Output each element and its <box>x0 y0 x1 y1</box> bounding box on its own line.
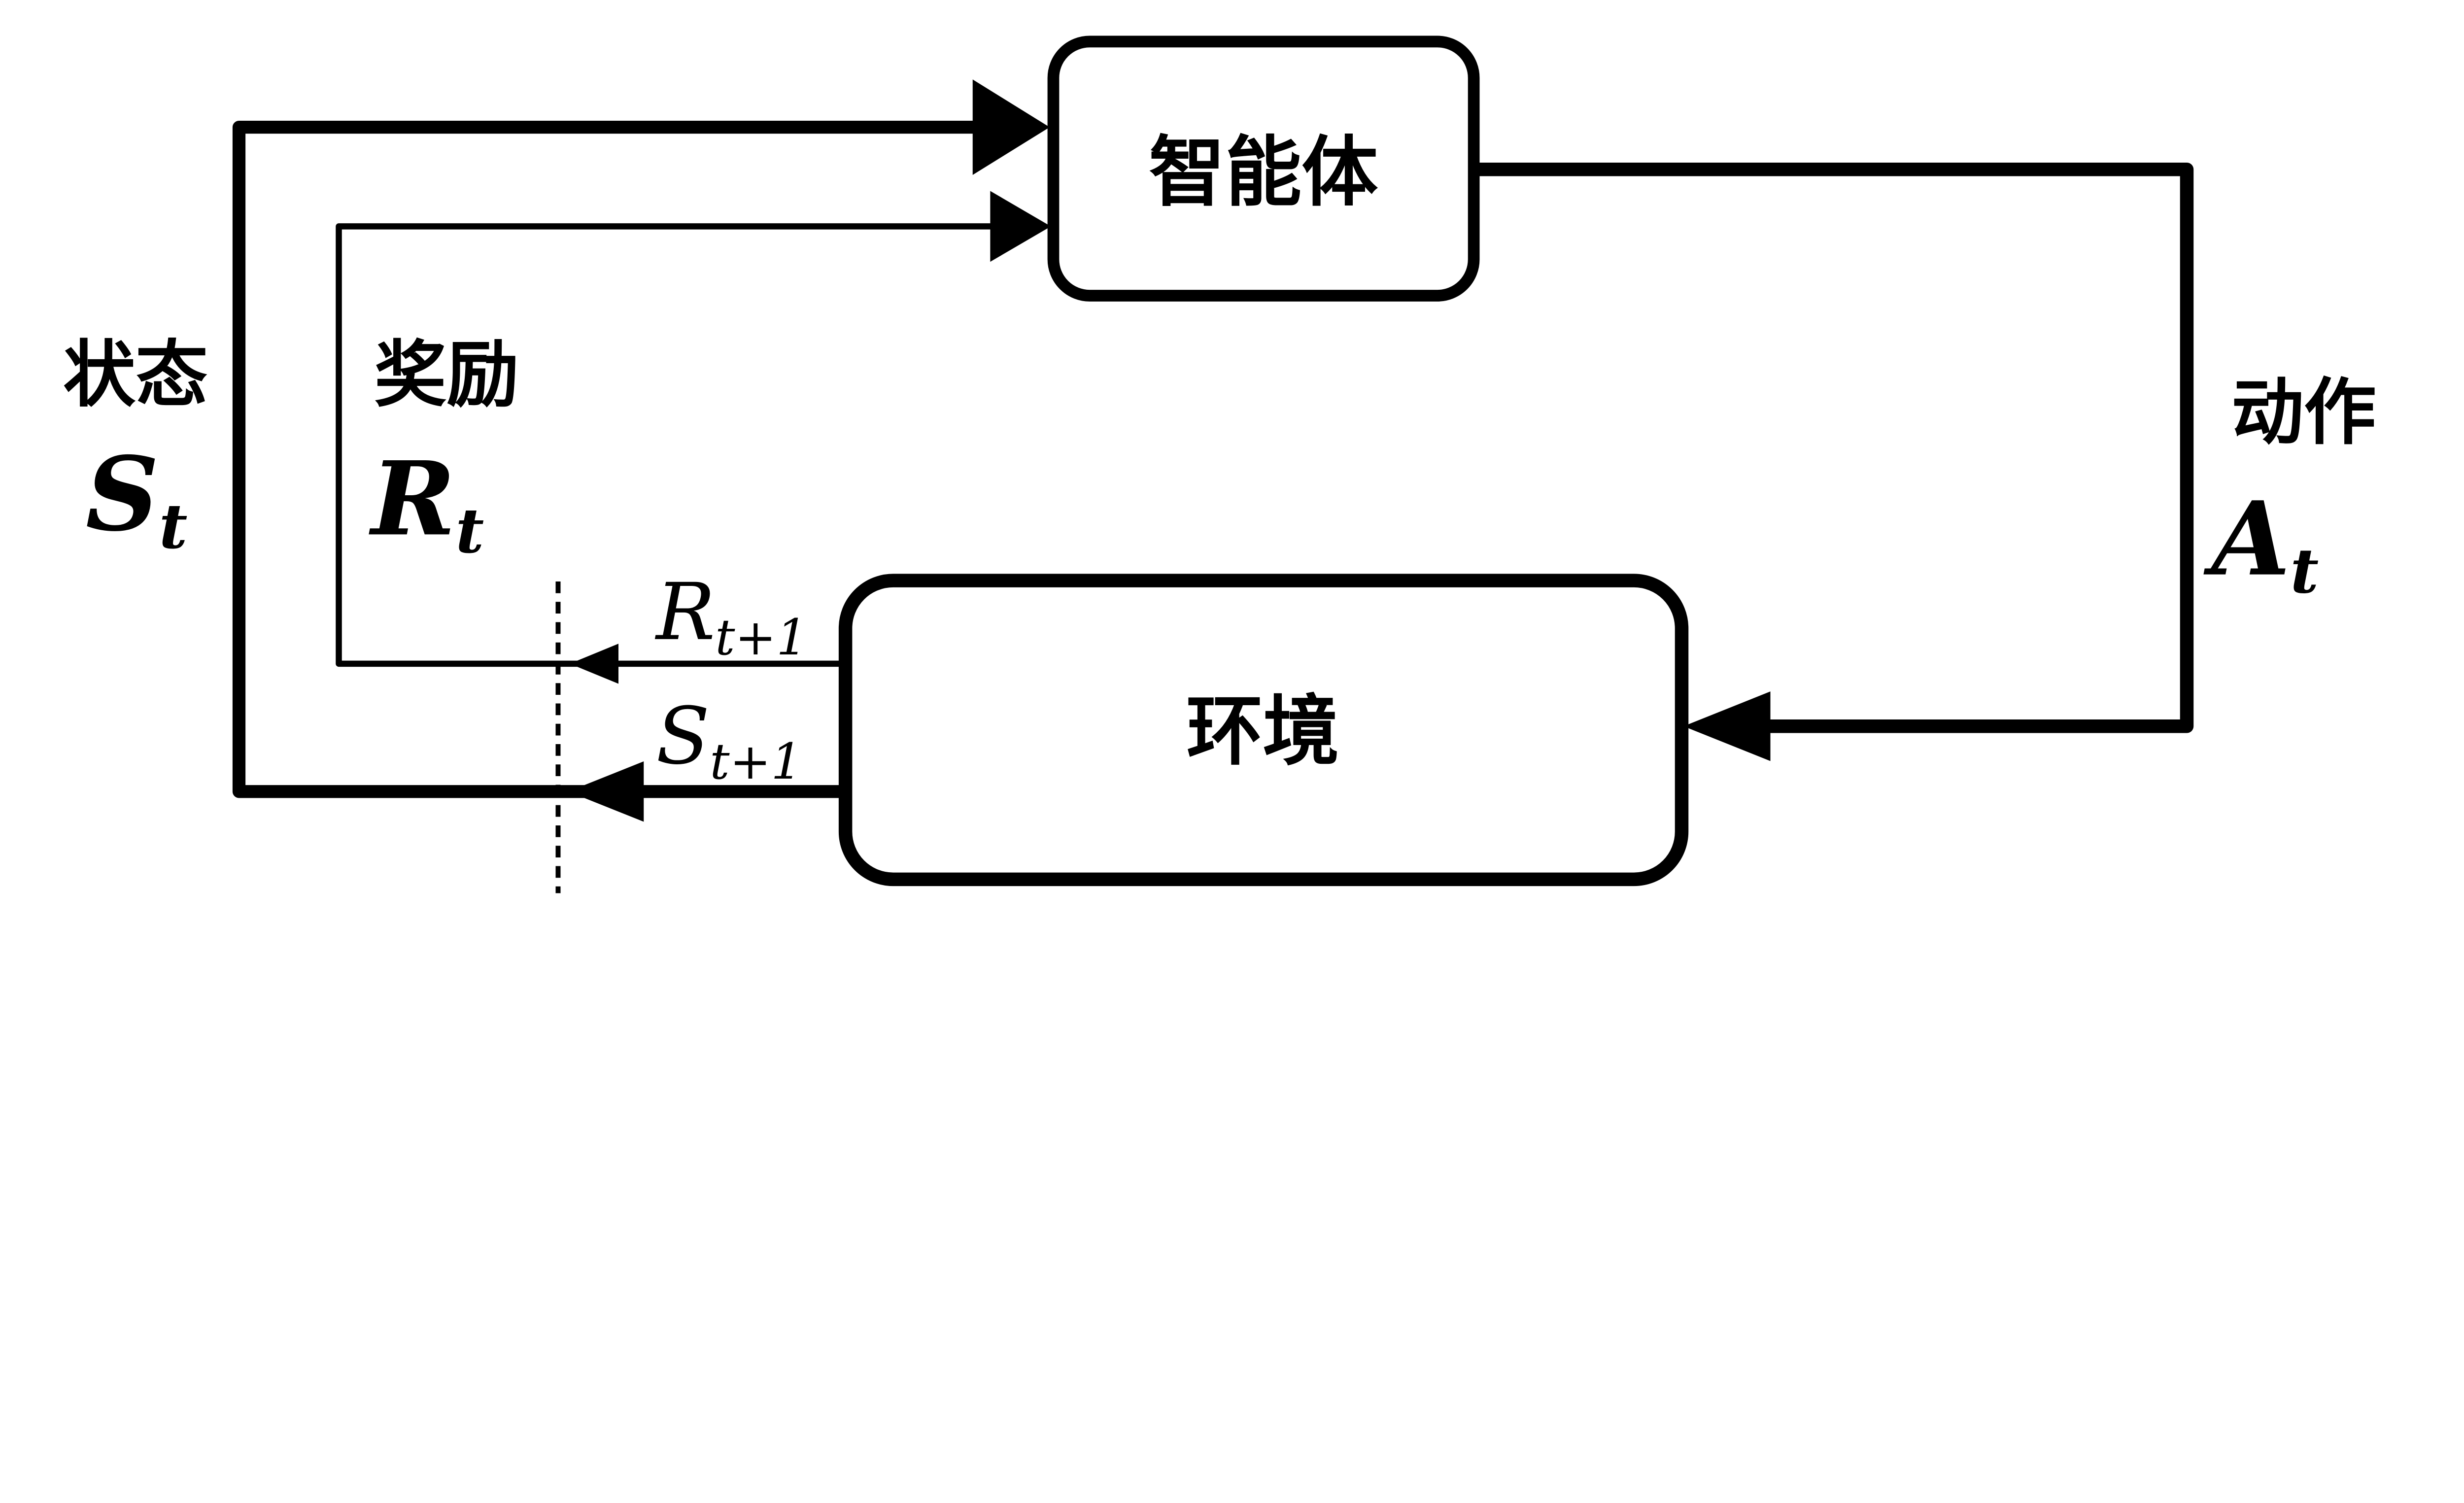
next-state-arrowhead-icon <box>568 761 644 822</box>
state-arrowhead-into-agent-icon <box>972 79 1050 175</box>
state-symbol-subscript: t <box>159 490 188 562</box>
next-reward-subscript: t+1 <box>715 609 808 666</box>
action-arrowhead-into-environment-icon <box>1683 691 1771 761</box>
agent-label: 智能体 <box>1149 127 1378 217</box>
action-loop-line <box>1472 163 2194 733</box>
reward-arrowhead-into-agent-icon <box>990 191 1051 262</box>
state-loop-line <box>232 121 1017 798</box>
next-state-symbol: St+1 <box>656 690 802 790</box>
next-state-base: S <box>656 690 710 782</box>
environment-box <box>838 574 1689 887</box>
reward-symbol: Rt <box>369 439 484 567</box>
action-word-label: 动作 <box>2231 370 2376 455</box>
reward-symbol-subscript: t <box>456 495 484 567</box>
reward-symbol-base: R <box>369 439 455 558</box>
action-symbol: At <box>2203 479 2319 607</box>
next-reward-base: R <box>654 566 715 658</box>
reward-word-label: 奖励 <box>374 332 519 417</box>
next-reward-symbol: Rt+1 <box>654 566 808 666</box>
diagram-canvas: 智能体 环境 状态 St 奖励 Rt 动作 At Rt+1 St+1 <box>12 35 2376 936</box>
state-symbol: St <box>86 434 188 562</box>
agent-box <box>1047 35 1480 302</box>
next-reward-arrowhead-icon <box>570 644 618 684</box>
rl-loop-diagram: 智能体 环境 状态 St 奖励 Rt 动作 At Rt+1 St+1 <box>12 35 2376 936</box>
action-symbol-subscript: t <box>2291 535 2319 607</box>
state-symbol-base: S <box>86 434 159 554</box>
environment-label: 环境 <box>1187 686 1339 776</box>
state-word-label: 状态 <box>63 332 208 417</box>
action-symbol-base: A <box>2203 479 2291 599</box>
next-state-subscript: t+1 <box>710 733 802 790</box>
